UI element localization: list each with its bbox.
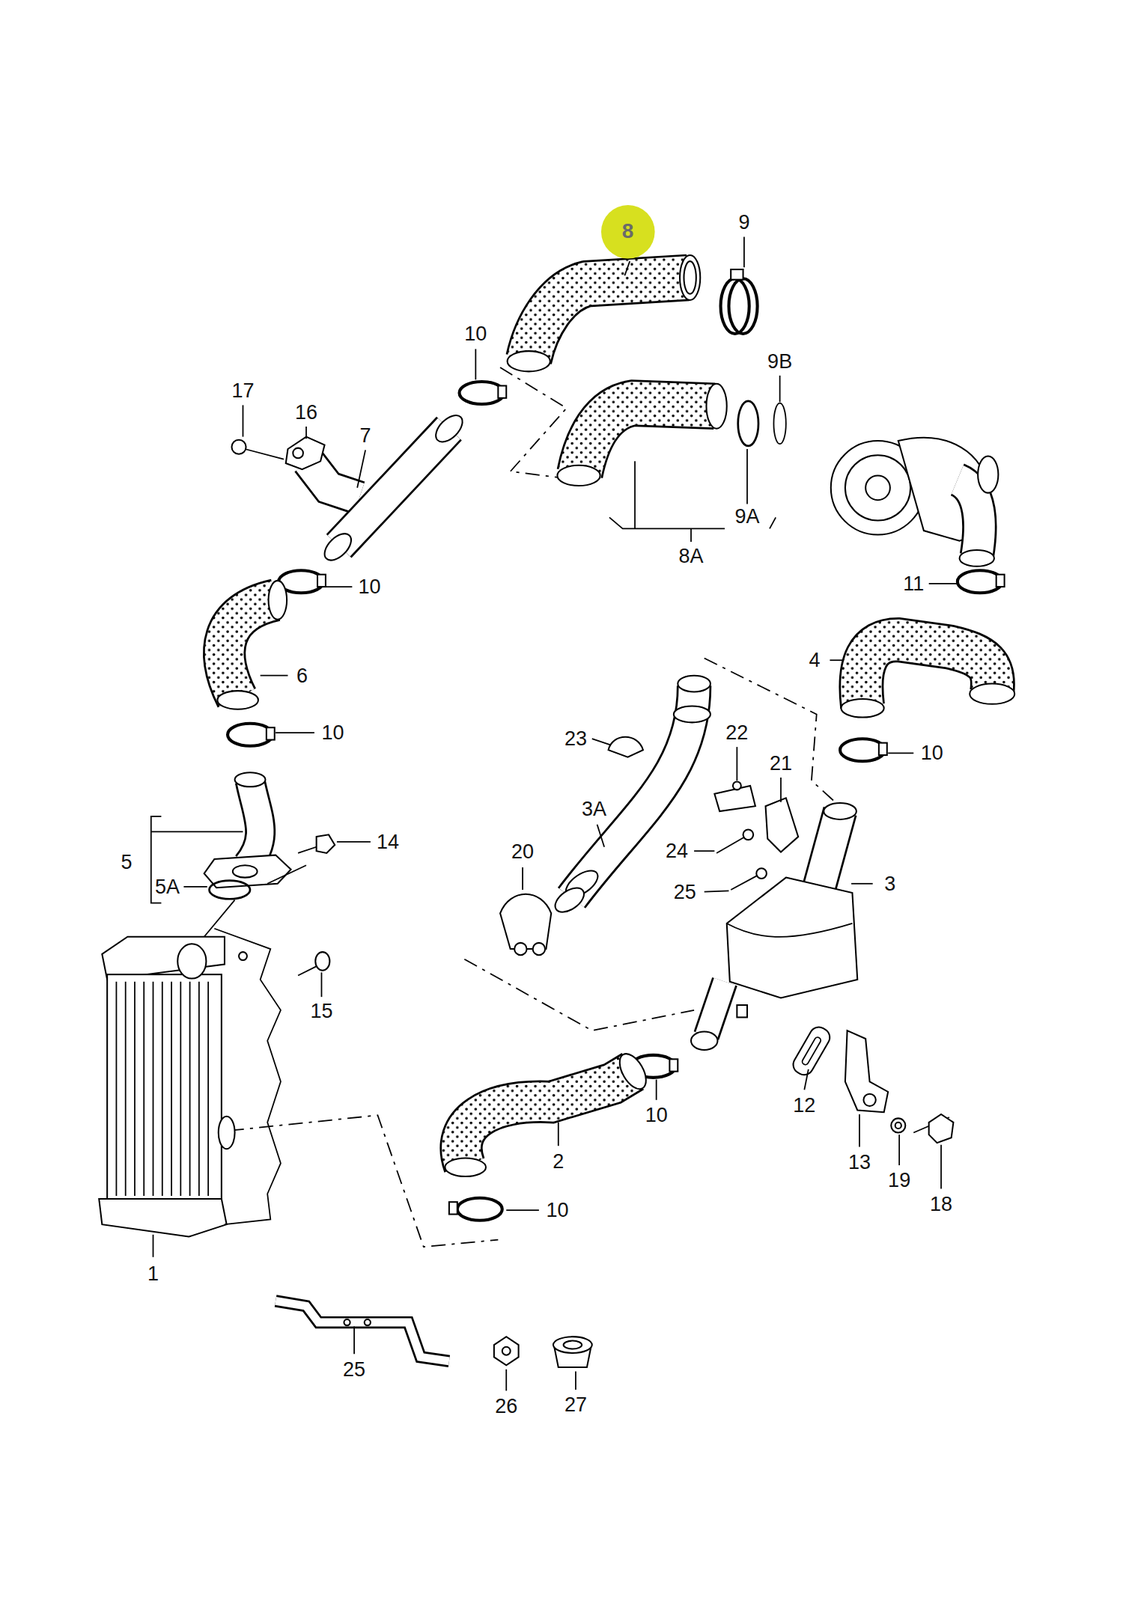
callout-number: 3 (882, 872, 897, 895)
hose (444, 1049, 652, 1177)
hose (507, 255, 701, 372)
callout-number: 3A (580, 798, 608, 821)
highlight-callout: 8 (600, 204, 656, 260)
hose (217, 580, 287, 710)
callout-number: 17 (229, 380, 256, 403)
turbocharger (831, 437, 999, 567)
callout-number: 8 (622, 220, 635, 242)
callout-number: 9 (736, 211, 751, 234)
callout-number: 4 (807, 649, 822, 672)
callout-number: 12 (791, 1094, 817, 1117)
bolt (297, 952, 330, 976)
charge-pipe (500, 676, 799, 957)
callout-number: 24 (664, 840, 690, 863)
leader-line (151, 236, 958, 1392)
callout-number: 20 (509, 841, 536, 864)
hose (840, 640, 1015, 718)
callout-circle (601, 205, 656, 260)
hose (557, 384, 786, 486)
charge-pipe (231, 411, 468, 566)
callout-number: 19 (886, 1170, 912, 1192)
callout-number: 18 (928, 1193, 954, 1216)
hose-clamp (227, 381, 1005, 1222)
charge-pipe (204, 772, 336, 900)
callout-number: 11 (901, 572, 926, 595)
callout-number: 10 (357, 575, 383, 598)
hose-clamp (720, 269, 758, 334)
callout-number: 10 (319, 721, 346, 744)
assembly-line (229, 367, 846, 1248)
callout-number: 15 (308, 1000, 334, 1023)
callout-number: 9A (732, 505, 761, 528)
callout-number: 8A (676, 545, 705, 568)
callout-number: 21 (768, 752, 794, 775)
callout-number: 22 (723, 721, 750, 744)
callout-number: 13 (846, 1151, 873, 1174)
callout-number: 10 (919, 742, 945, 765)
callout-number: 9B (765, 350, 794, 373)
callout-number: 5A (153, 875, 182, 898)
callout-number: 10 (462, 322, 489, 345)
bracket-hardware (789, 1024, 954, 1144)
callout-number: 1 (145, 1263, 161, 1285)
callout-number: 10 (643, 1105, 670, 1127)
callout-number: 23 (563, 728, 589, 751)
callout-number: 10 (544, 1199, 570, 1222)
intercooler (98, 900, 281, 1238)
callout-number: 16 (293, 401, 319, 424)
callout-number: 25 (341, 1358, 367, 1381)
callout-number: 27 (563, 1394, 589, 1417)
bracket-hardware (275, 1301, 593, 1368)
callout-number: 5 (119, 851, 135, 874)
callout-number: 7 (358, 425, 373, 447)
callout-number: 6 (294, 664, 310, 687)
callout-number: 2 (551, 1150, 566, 1173)
callout-number: 14 (375, 831, 401, 853)
callout-number: 25 (672, 881, 698, 903)
callout-number: 26 (493, 1395, 519, 1418)
